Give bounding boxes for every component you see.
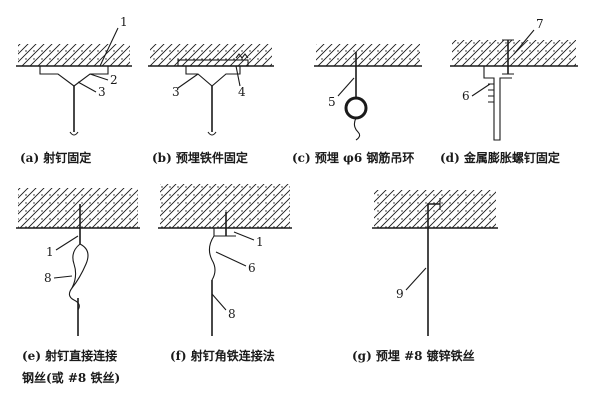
angle-bracket-b xyxy=(185,66,241,87)
leader-a xyxy=(77,27,119,93)
caption-e-line2: 钢丝(或 #8 铁丝) xyxy=(22,370,120,385)
concrete-slab-c xyxy=(316,44,420,66)
label-c5: 5 xyxy=(328,95,336,109)
label-b4: 4 xyxy=(238,85,246,99)
panel-e: 1 8 (e) 射钉直接连接 钢丝(或 #8 铁丝) xyxy=(16,188,140,385)
concrete-slab-e xyxy=(18,188,138,228)
caption-g: (g) 预埋 #8 镀锌铁丝 xyxy=(352,348,475,363)
angle-iron-f xyxy=(213,228,236,237)
angle-iron-d xyxy=(483,66,512,141)
galvanized-wire-g xyxy=(427,203,440,336)
label-a3: 3 xyxy=(98,85,106,99)
caption-a: (a) 射钉固定 xyxy=(20,150,91,165)
panel-g: 9 (g) 预埋 #8 镀锌铁丝 xyxy=(352,190,498,363)
wire-c xyxy=(353,117,361,141)
label-a2: 2 xyxy=(110,73,118,87)
panel-b: 3 4 (b) 预埋铁件固定 xyxy=(148,44,274,165)
panel-a: 1 2 3 (a) 射钉固定 xyxy=(16,15,132,165)
caption-d: (d) 金属膨胀螺钉固定 xyxy=(440,150,560,165)
label-b3: 3 xyxy=(172,85,180,99)
wire-f xyxy=(208,235,216,281)
caption-f: (f) 射钉角铁连接法 xyxy=(170,348,275,363)
label-e8: 8 xyxy=(44,271,52,285)
label-f6: 6 xyxy=(248,261,256,275)
embedded-plate-b xyxy=(177,59,249,67)
caption-e-line1: (e) 射钉直接连接 xyxy=(22,348,117,363)
label-a1: 1 xyxy=(120,15,128,29)
concrete-slab-a xyxy=(18,44,130,66)
label-f8: 8 xyxy=(228,307,236,321)
weld-b xyxy=(235,53,249,59)
label-d6: 6 xyxy=(462,89,470,103)
concrete-slab-f xyxy=(160,184,290,228)
concrete-slab-d xyxy=(452,40,576,66)
angle-bracket-a xyxy=(39,66,109,87)
label-e1: 1 xyxy=(46,245,54,259)
panel-d: 7 6 (d) 金属膨胀螺钉固定 xyxy=(440,17,578,165)
label-d7: 7 xyxy=(536,17,544,31)
panel-f: 1 6 8 (f) 射钉角铁连接法 xyxy=(158,184,292,363)
label-g9: 9 xyxy=(396,287,404,301)
caption-b: (b) 预埋铁件固定 xyxy=(152,150,248,165)
hanging-ring-c xyxy=(344,96,368,120)
concrete-slab-b xyxy=(150,44,272,66)
concrete-slab-g xyxy=(374,190,496,228)
label-f1: 1 xyxy=(256,235,264,249)
caption-c: (c) 预埋 φ6 钢筋吊环 xyxy=(292,150,414,165)
panel-c: 5 (c) 预埋 φ6 钢筋吊环 xyxy=(292,44,422,165)
